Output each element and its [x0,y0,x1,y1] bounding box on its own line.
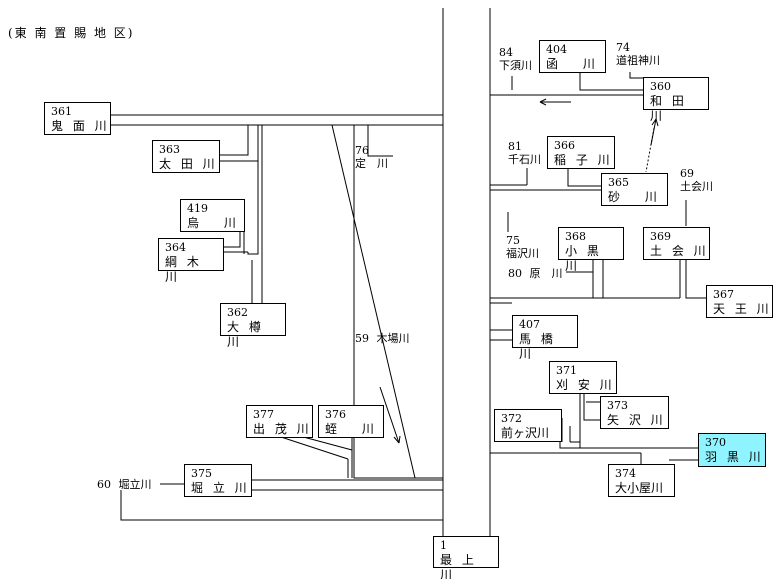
label-name: 福沢川 [506,247,539,260]
river-box-376[interactable]: 376 蛭 川 [318,405,384,438]
river-name: 矢 沢 川 [607,413,666,427]
river-name: 大 樽 川 [227,320,264,349]
river-box-374[interactable]: 374 大小屋川 [608,464,675,497]
river-box-367[interactable]: 367 天 王 川 [706,285,773,318]
label-code: 74 [616,41,630,54]
label-code: 76 [355,144,369,157]
label-76: 76 定 川 [355,144,388,170]
label-code: 84 [499,46,513,59]
label-74: 74 道祖神川 [616,41,660,67]
river-box-364[interactable]: 364 綱 木 川 [158,238,224,284]
river-name: 最 上 川 [440,553,477,579]
river-name: 烏 川 [187,216,239,230]
river-code: 374 [615,467,636,480]
river-code: 365 [608,176,629,189]
river-code: 366 [554,139,575,152]
label-code: 80 [508,267,522,280]
river-code: 373 [607,399,628,412]
river-box-369[interactable]: 369 土 会 川 [643,227,710,260]
river-code: 367 [713,288,734,301]
label-code: 60 [97,478,111,491]
river-code: 362 [227,306,248,319]
river-name: 馬 橋 川 [519,332,556,361]
label-name: 原 川 [529,267,563,280]
river-code: 407 [519,318,540,331]
river-code: 361 [51,105,72,118]
river-code: 372 [501,412,522,425]
river-box-360[interactable]: 360 和 田 川 [643,77,709,123]
label-59: 59 木場川 [355,332,410,345]
river-name: 太 田 川 [159,157,218,171]
river-code: 363 [159,143,180,156]
river-code: 371 [556,364,577,377]
label-81: 81 千石川 [508,140,541,166]
label-name: 堀立川 [118,478,152,491]
river-box-372[interactable]: 372 前ヶ沢川 [494,409,562,442]
river-name: 鬼 面 川 [51,119,110,133]
river-box-375[interactable]: 375 堀 立 川 [184,464,252,497]
label-code: 75 [506,234,520,247]
river-name: 天 王 川 [713,302,772,316]
river-box-363[interactable]: 363 太 田 川 [152,140,220,173]
region-title: (東 南 置 賜 地 区) [8,26,135,40]
river-box-377[interactable]: 377 出 茂 川 [246,405,313,438]
river-name: 堀 立 川 [191,481,250,495]
label-69: 69 土会川 [680,167,713,193]
label-80: 80 原 川 [508,267,563,280]
river-name: 土 会 川 [650,244,709,258]
label-name: 道祖神川 [616,54,660,67]
river-code: 419 [187,202,208,215]
river-name: 羽 黒 川 [705,450,764,464]
river-box-361[interactable]: 361 鬼 面 川 [44,102,111,135]
river-box-365[interactable]: 365 砂 川 [601,173,668,206]
river-name: 前ヶ沢川 [501,426,550,440]
river-name: 砂 川 [608,190,660,204]
river-code: 404 [546,43,567,56]
river-code: 364 [165,241,186,254]
river-code: 368 [565,230,586,243]
river-box-373[interactable]: 373 矢 沢 川 [600,396,669,429]
label-60: 60 堀立川 [97,478,152,491]
label-code: 81 [508,140,522,153]
label-name: 定 川 [355,157,388,170]
label-name: 下須川 [499,59,532,72]
river-name: 大小屋川 [615,481,664,495]
river-box-366[interactable]: 366 稲 子 川 [547,136,615,169]
river-box-370[interactable]: 370 羽 黒 川 [698,433,766,467]
river-name: 刈 安 川 [556,378,615,392]
label-84: 84 下須川 [499,46,532,72]
river-code: 377 [253,408,274,421]
label-name: 木場川 [376,332,410,345]
label-75: 75 福沢川 [506,234,539,260]
river-box-1[interactable]: 1 最 上 川 [433,536,499,579]
label-code: 59 [355,332,369,345]
river-name: 稲 子 川 [554,153,613,167]
river-box-419[interactable]: 419 烏 川 [180,199,245,232]
label-name: 千石川 [508,153,541,166]
river-box-368[interactable]: 368 小 黒 川 [558,227,624,273]
river-code: 1 [440,539,447,552]
river-code: 360 [650,80,671,93]
river-name: 蛭 川 [325,422,377,436]
river-code: 376 [325,408,346,421]
river-name: 函 川 [546,57,598,71]
river-name: 和 田 川 [650,94,687,123]
river-code: 369 [650,230,671,243]
label-code: 69 [680,167,694,180]
river-name: 綱 木 川 [165,255,202,284]
river-box-362[interactable]: 362 大 樽 川 [220,303,286,349]
river-name: 出 茂 川 [253,422,312,436]
river-box-407[interactable]: 407 馬 橋 川 [512,315,578,361]
label-name: 土会川 [680,180,713,193]
river-box-371[interactable]: 371 刈 安 川 [549,361,617,394]
river-code: 375 [191,467,212,480]
river-code: 370 [705,436,726,449]
river-name: 小 黒 川 [565,244,602,273]
river-box-404[interactable]: 404 函 川 [539,40,606,73]
